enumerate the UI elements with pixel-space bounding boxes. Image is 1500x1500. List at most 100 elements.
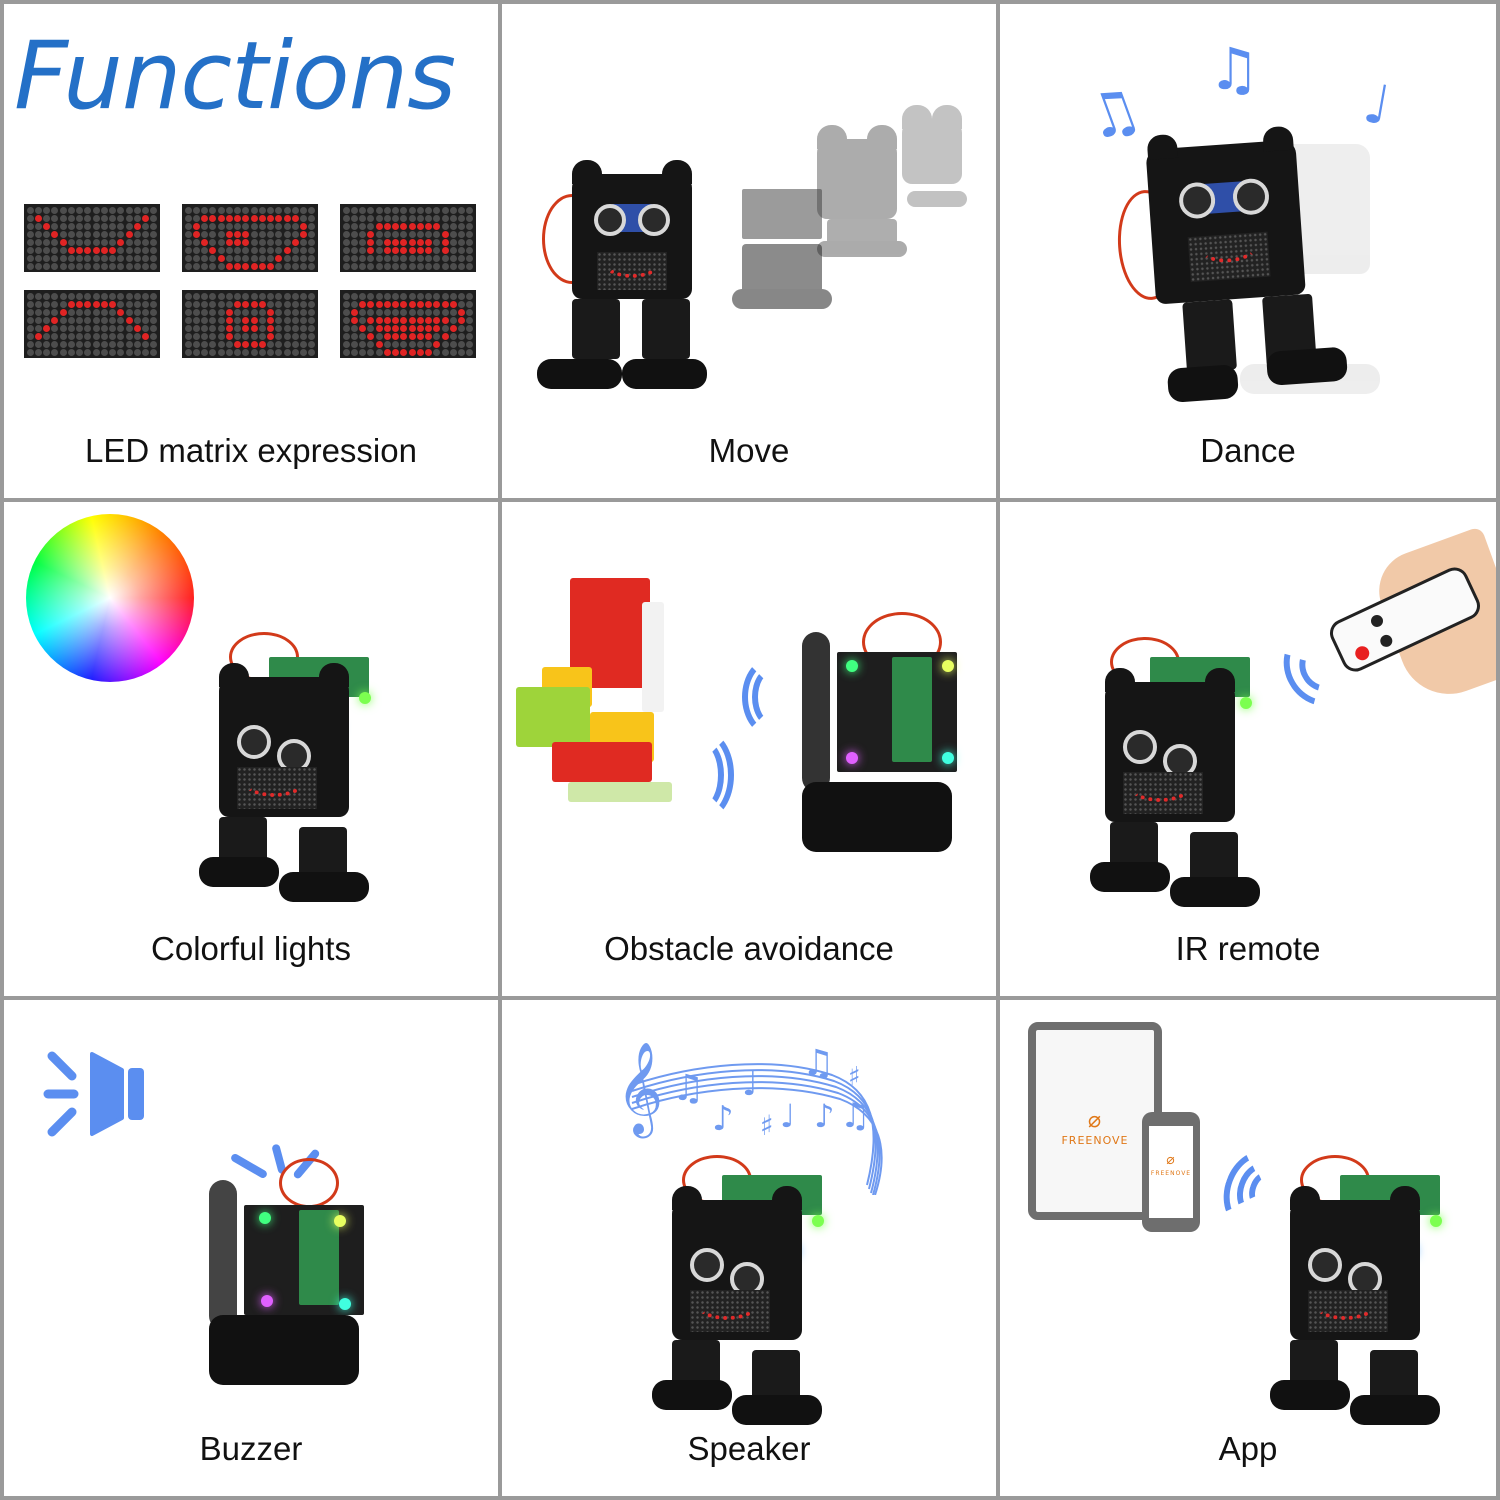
led-dot (92, 254, 100, 262)
led-dot (416, 206, 424, 214)
led-dot (449, 238, 457, 246)
led-dot (466, 262, 474, 270)
signal-wave-icon (742, 657, 802, 737)
led-dot (117, 246, 125, 254)
led-dot (51, 300, 59, 308)
led-dot (34, 222, 42, 230)
led-dot (283, 308, 291, 316)
led-dot (43, 238, 51, 246)
led-dot (291, 300, 299, 308)
led-dot (466, 292, 474, 300)
led-dot (458, 230, 466, 238)
led-dot (142, 222, 150, 230)
led-dot (109, 230, 117, 238)
robot-ghost-far (902, 105, 982, 219)
led-dot (250, 340, 258, 348)
led-dot (449, 254, 457, 262)
led-dot (308, 246, 316, 254)
led-dot (416, 292, 424, 300)
led-dot (392, 332, 400, 340)
led-dot (258, 206, 266, 214)
led-dot (43, 246, 51, 254)
led-dot (133, 206, 141, 214)
led-dot (433, 238, 441, 246)
led-dot (225, 332, 233, 340)
led-dot (51, 348, 59, 356)
led-dot (209, 254, 217, 262)
led-dot (308, 230, 316, 238)
led-dot (217, 292, 225, 300)
led-dot (109, 238, 117, 246)
led-dot (267, 316, 275, 324)
led-dot (267, 300, 275, 308)
led-dot (92, 230, 100, 238)
led-dot (34, 246, 42, 254)
led-dot (359, 292, 367, 300)
led-dot (125, 214, 133, 222)
led-dot (192, 340, 200, 348)
led-dot (275, 348, 283, 356)
led-dot (300, 332, 308, 340)
led-dot (392, 348, 400, 356)
led-dot (250, 230, 258, 238)
led-dot (109, 262, 117, 270)
led-dot (43, 222, 51, 230)
led-dot (84, 254, 92, 262)
led-dot (43, 254, 51, 262)
led-dot (133, 238, 141, 246)
led-dot (117, 206, 125, 214)
led-dot (383, 246, 391, 254)
led-dot (51, 332, 59, 340)
led-dot (43, 206, 51, 214)
led-dot (92, 262, 100, 270)
led-dot (201, 262, 209, 270)
led-dot (308, 222, 316, 230)
led-dot (416, 214, 424, 222)
led-dot (275, 332, 283, 340)
led-dot (375, 324, 383, 332)
led-dot (133, 316, 141, 324)
led-dot (283, 230, 291, 238)
led-dot (67, 316, 75, 324)
led-dot (425, 206, 433, 214)
led-dot (392, 308, 400, 316)
led-dot (51, 316, 59, 324)
led-dot (433, 300, 441, 308)
led-dot (441, 254, 449, 262)
led-dot (34, 324, 42, 332)
led-dot (350, 246, 358, 254)
led-dot (367, 230, 375, 238)
led-dot (300, 300, 308, 308)
led-dot (300, 262, 308, 270)
led-dot (408, 292, 416, 300)
robot-lights (199, 627, 419, 907)
led-dot (184, 230, 192, 238)
led-dot (416, 230, 424, 238)
led-dot (217, 246, 225, 254)
led-dot (150, 222, 158, 230)
led-dot (383, 340, 391, 348)
led-dot (26, 332, 34, 340)
led-dot (209, 262, 217, 270)
led-dot (201, 308, 209, 316)
led-dot (84, 332, 92, 340)
led-dot (342, 292, 350, 300)
led-dot (125, 206, 133, 214)
led-dot (43, 324, 51, 332)
led-dot (350, 214, 358, 222)
led-dot (383, 332, 391, 340)
led-dot (234, 238, 242, 246)
led-dot (234, 300, 242, 308)
led-dot (59, 230, 67, 238)
led-dot (433, 332, 441, 340)
led-dot (433, 292, 441, 300)
led-dot (117, 308, 125, 316)
led-dot (242, 292, 250, 300)
led-dot (43, 348, 51, 356)
led-dot (67, 254, 75, 262)
led-dot (242, 332, 250, 340)
led-dot (367, 246, 375, 254)
led-dot (275, 222, 283, 230)
led-dot (359, 206, 367, 214)
